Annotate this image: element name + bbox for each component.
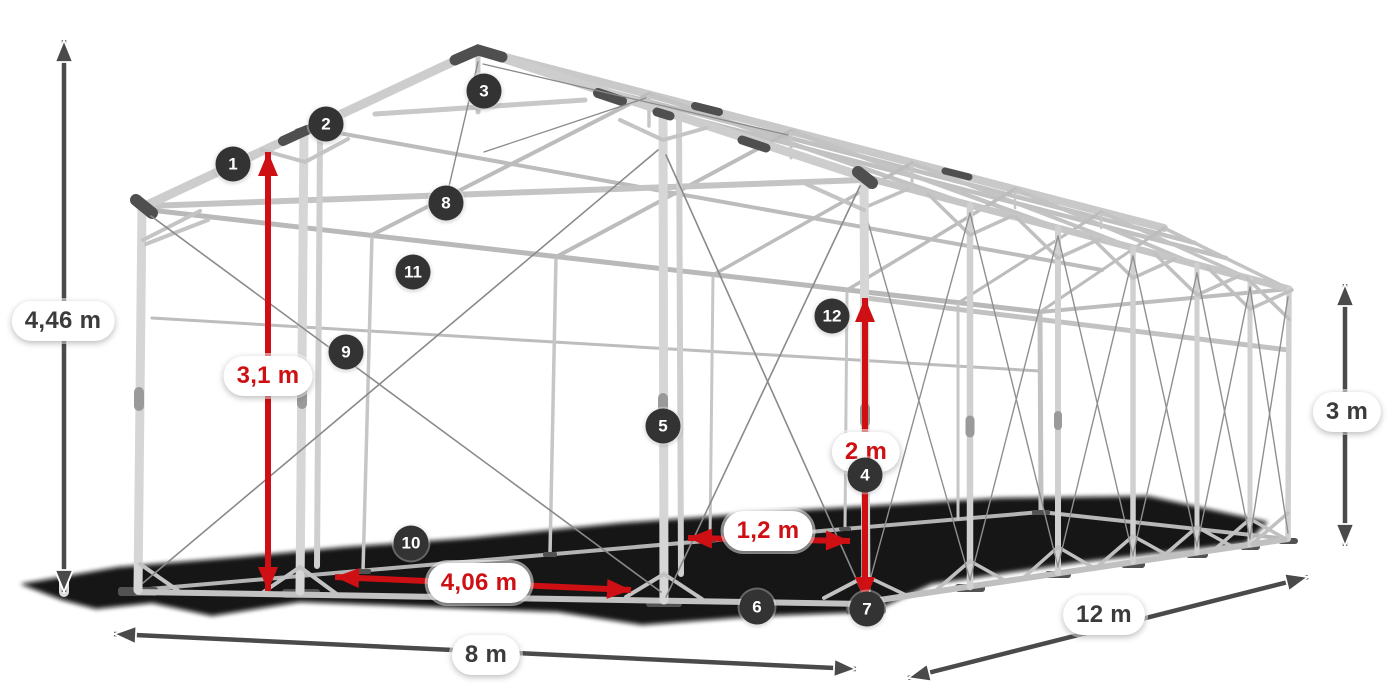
callout-marker-10: 10: [393, 525, 429, 561]
callout-marker-1: 1: [215, 146, 251, 182]
side-wall: [860, 173, 1294, 605]
dimension-label-side-height: 3 m: [1312, 392, 1382, 432]
dimension-label-bay-spacing: 1,2 m: [723, 511, 813, 551]
dimension-label-passage-width: 4,06 m: [427, 563, 531, 603]
dimension-label-total-height: 4,46 m: [11, 301, 115, 341]
dimension-label-width: 8 m: [451, 635, 521, 675]
dimension-label-length: 12 m: [1063, 595, 1145, 635]
callout-marker-5: 5: [645, 408, 681, 444]
callout-marker-2: 2: [308, 106, 344, 142]
callout-marker-6: 6: [739, 589, 775, 625]
front-gable-truss: [130, 44, 878, 607]
callout-marker-12: 12: [814, 298, 850, 334]
callout-marker-8: 8: [428, 185, 464, 221]
callout-marker-4: 4: [847, 457, 883, 493]
callout-marker-11: 11: [395, 254, 431, 290]
dimension-label-passage-height: 3,1 m: [223, 356, 313, 396]
callout-marker-3: 3: [466, 73, 502, 109]
callout-marker-9: 9: [328, 334, 364, 370]
callout-marker-7: 7: [849, 591, 885, 627]
